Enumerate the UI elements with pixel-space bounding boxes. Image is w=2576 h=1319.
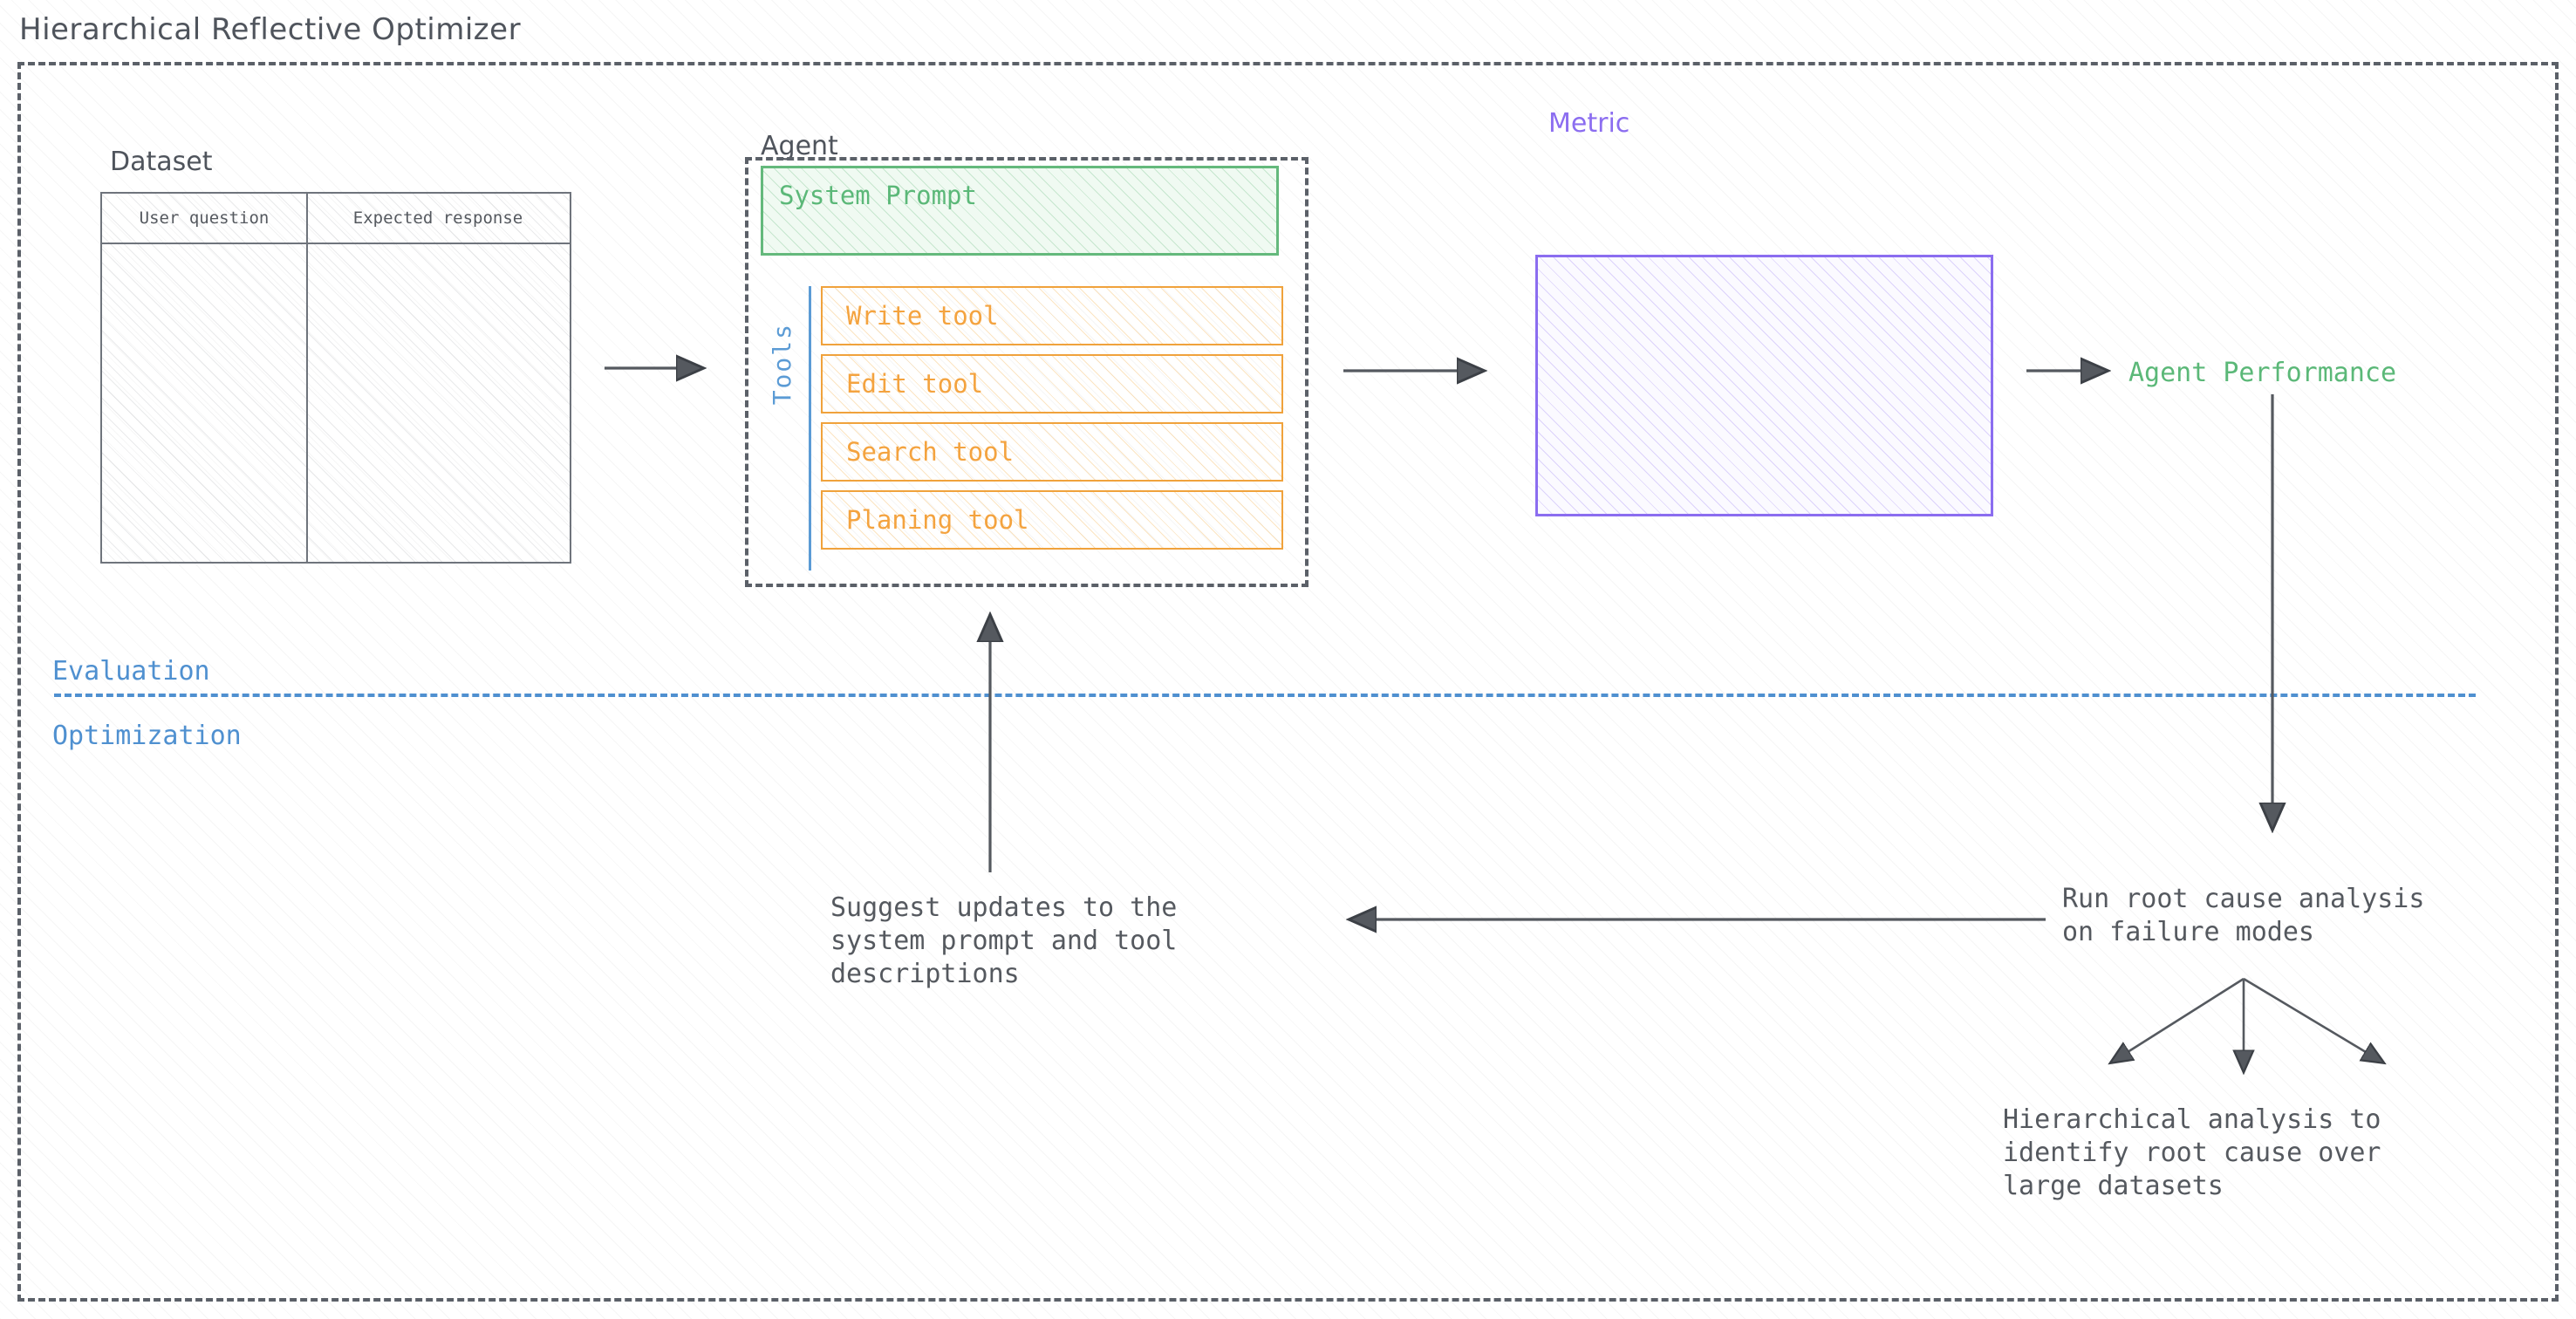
suggest-updates-text: Suggest updates to the system prompt and… [830, 892, 1178, 990]
tools-rail [809, 286, 811, 571]
tool-box-planing[interactable]: Planing tool [821, 490, 1283, 550]
tool-label-write: Write tool [846, 301, 999, 331]
diagram-title: Hierarchical Reflective Optimizer [19, 12, 522, 47]
metric-label: Metric [1548, 108, 1630, 139]
dataset-label: Dataset [110, 147, 213, 177]
dataset-table: User question Expected response [100, 192, 571, 564]
system-prompt-label: System Prompt [779, 181, 977, 210]
hierarchical-analysis-text: Hierarchical analysis to identify root c… [2003, 1104, 2381, 1202]
tool-box-edit[interactable]: Edit tool [821, 354, 1283, 413]
agent-performance-label: Agent Performance [2128, 358, 2397, 388]
system-prompt-box[interactable]: System Prompt [761, 166, 1279, 256]
column-header-user-question: User question [139, 208, 270, 228]
tool-label-planing: Planing tool [846, 505, 1029, 535]
agent-label: Agent [761, 131, 838, 161]
tool-box-write[interactable]: Write tool [821, 286, 1283, 345]
metric-box [1535, 255, 1993, 516]
agent-container [745, 157, 1308, 587]
root-cause-analysis-text: Run root cause analysis on failure modes [2062, 884, 2425, 948]
optimization-phase-label: Optimization [52, 721, 242, 751]
tools-label: Tools [768, 323, 796, 406]
table-header-row: User question Expected response [102, 194, 570, 244]
outer-boundary [17, 62, 2559, 1302]
tool-label-search: Search tool [846, 437, 1015, 467]
evaluation-phase-label: Evaluation [52, 656, 210, 687]
column-header-expected-response: Expected response [352, 208, 523, 228]
tool-box-search[interactable]: Search tool [821, 422, 1283, 482]
table-column-divider [306, 194, 308, 562]
tool-label-edit: Edit tool [846, 369, 984, 399]
phase-divider [54, 694, 2476, 697]
